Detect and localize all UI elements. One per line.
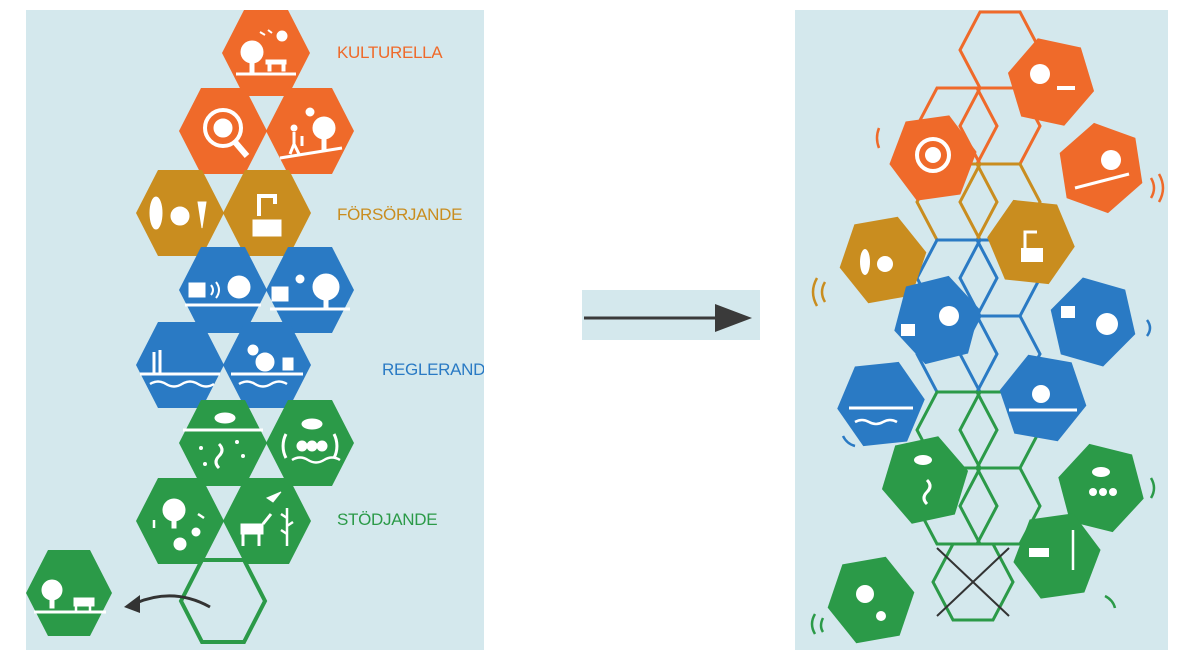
people-walking-tree-icon	[279, 107, 343, 160]
walking-hex	[266, 88, 354, 174]
kulturella-label: KULTURELLA	[337, 43, 443, 62]
tree-animal-grazing-icon	[34, 579, 106, 614]
kulturella-park-hex-moved	[1007, 38, 1095, 126]
removed-service-empty-hex	[178, 558, 268, 644]
pollination-habitat-hex	[223, 478, 311, 564]
tree-bench-sun-icon	[236, 29, 296, 76]
stodjande-habitat-hex-moved	[1013, 513, 1101, 599]
reglerande-water-hex-moved	[837, 361, 925, 447]
car-noise-tree-icon	[185, 275, 261, 307]
soil-formation-hex	[179, 400, 267, 486]
cloud-cycle-icon	[281, 418, 341, 464]
biodiversity-hex	[136, 478, 224, 564]
stodjande-biodiversity-hex-moved	[827, 556, 915, 644]
forsorjande-food-hex-moved	[839, 216, 927, 304]
magnifier-ladybug-icon	[203, 108, 250, 158]
water-tap-hex	[223, 170, 311, 256]
food-hex	[136, 170, 224, 256]
air-purification-hex	[266, 247, 354, 333]
displaced-habitat-hex	[26, 550, 112, 636]
before-diagram-panel: KULTURELLA	[26, 10, 484, 650]
curved-arrow-icon	[124, 594, 211, 613]
fish-apple-carrot-icon	[149, 196, 207, 230]
sun-tree-house-water-icon	[231, 344, 303, 388]
after-diagram-panel	[795, 10, 1168, 650]
reglerande-air-hex-moved	[1050, 277, 1136, 367]
reglerande-climate-hex-moved	[999, 354, 1087, 442]
kulturella-study-hex-moved	[889, 115, 977, 201]
recreation-park-hex	[222, 10, 310, 96]
noise-reduction-hex	[179, 247, 267, 333]
stodjande-cycle-hex-moved	[1058, 443, 1144, 533]
car-pollution-tree-icon	[270, 273, 350, 311]
reglerande-label: REGLERANDE	[382, 360, 484, 379]
leaf-worm-soil-icon	[183, 412, 263, 470]
transition-arrow	[582, 290, 760, 340]
climate-regulation-hex	[223, 322, 311, 408]
kulturella-walk-hex-moved	[1059, 122, 1143, 214]
deer-bird-plant-icon	[240, 491, 294, 546]
fragmented-network-diagram	[810, 10, 1165, 644]
stodjande-soil-hex-moved	[881, 436, 969, 524]
tree-squirrel-seeds-icon	[152, 498, 205, 551]
right-arrow-icon	[584, 304, 752, 332]
forsorjande-label: FÖRSÖRJANDE	[337, 205, 463, 224]
forsorjande-tap-hex-moved	[987, 199, 1075, 285]
rain-reeds-water-icon	[140, 350, 220, 388]
stodjande-label: STÖDJANDE	[337, 510, 438, 529]
water-cycle-hex	[266, 400, 354, 486]
water-regulation-hex	[136, 322, 224, 408]
reglerande-noise-hex-moved	[894, 275, 980, 365]
lost-service-crossed-hex	[936, 547, 1010, 617]
water-tap-icon	[252, 194, 282, 237]
nature-study-hex	[179, 88, 267, 174]
